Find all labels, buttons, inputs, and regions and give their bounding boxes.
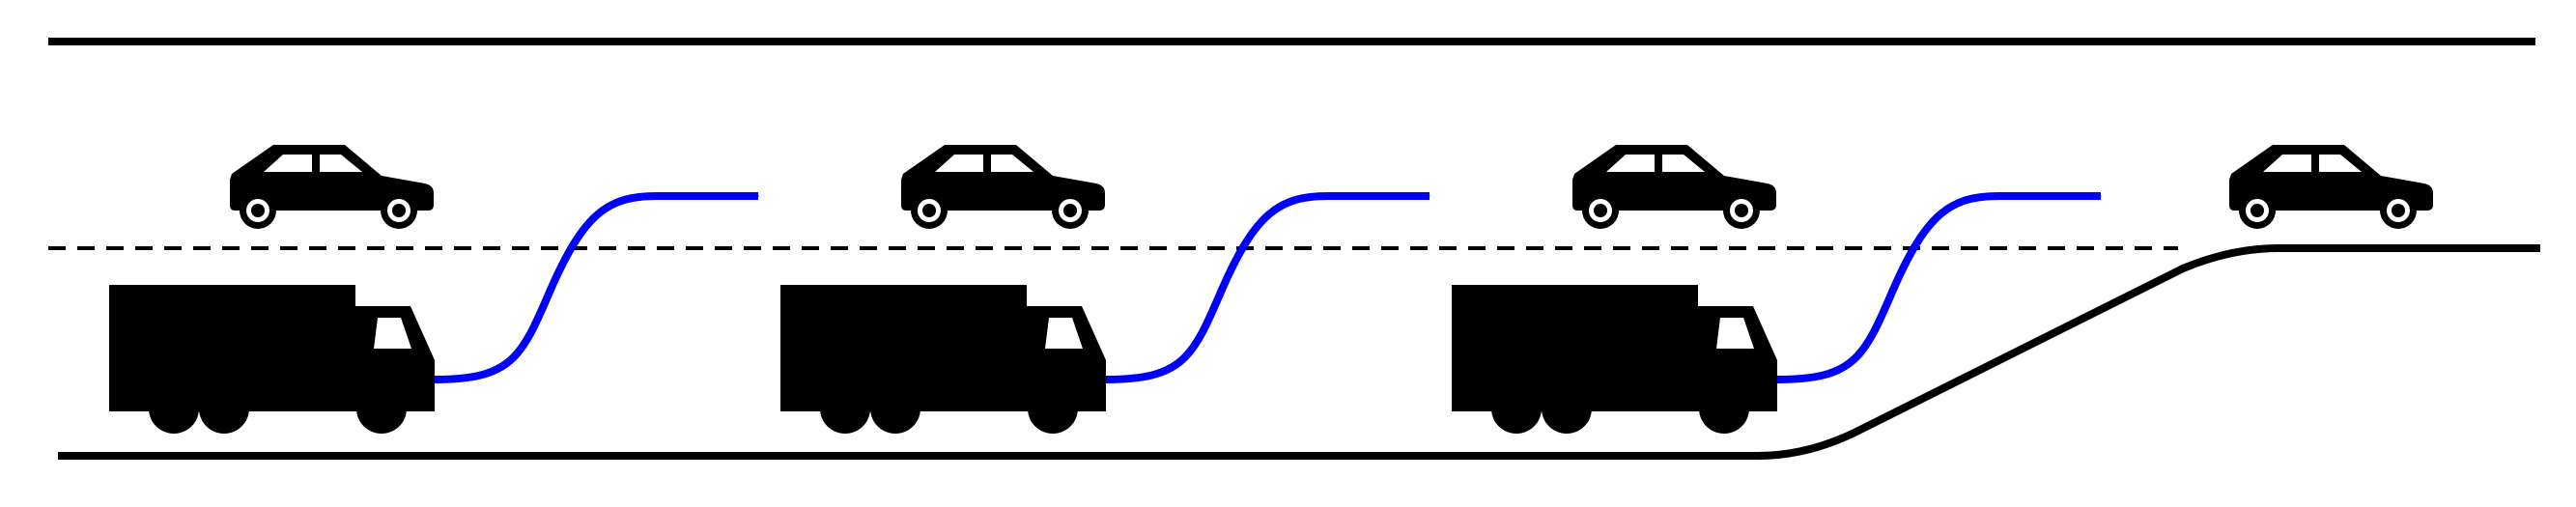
lane-change-arrow bbox=[434, 192, 759, 383]
truck-icon bbox=[1452, 285, 1777, 434]
car-icon bbox=[2229, 145, 2433, 229]
lane-change-arrow bbox=[1105, 192, 1430, 383]
road-bottom-edge-merging bbox=[58, 244, 2540, 460]
lane-change-arrow bbox=[1776, 192, 2102, 383]
car-icon bbox=[230, 145, 434, 229]
car-icon bbox=[1572, 145, 1776, 229]
truck-icon bbox=[109, 285, 435, 434]
truck-icon bbox=[780, 285, 1106, 434]
car-icon bbox=[901, 145, 1105, 229]
